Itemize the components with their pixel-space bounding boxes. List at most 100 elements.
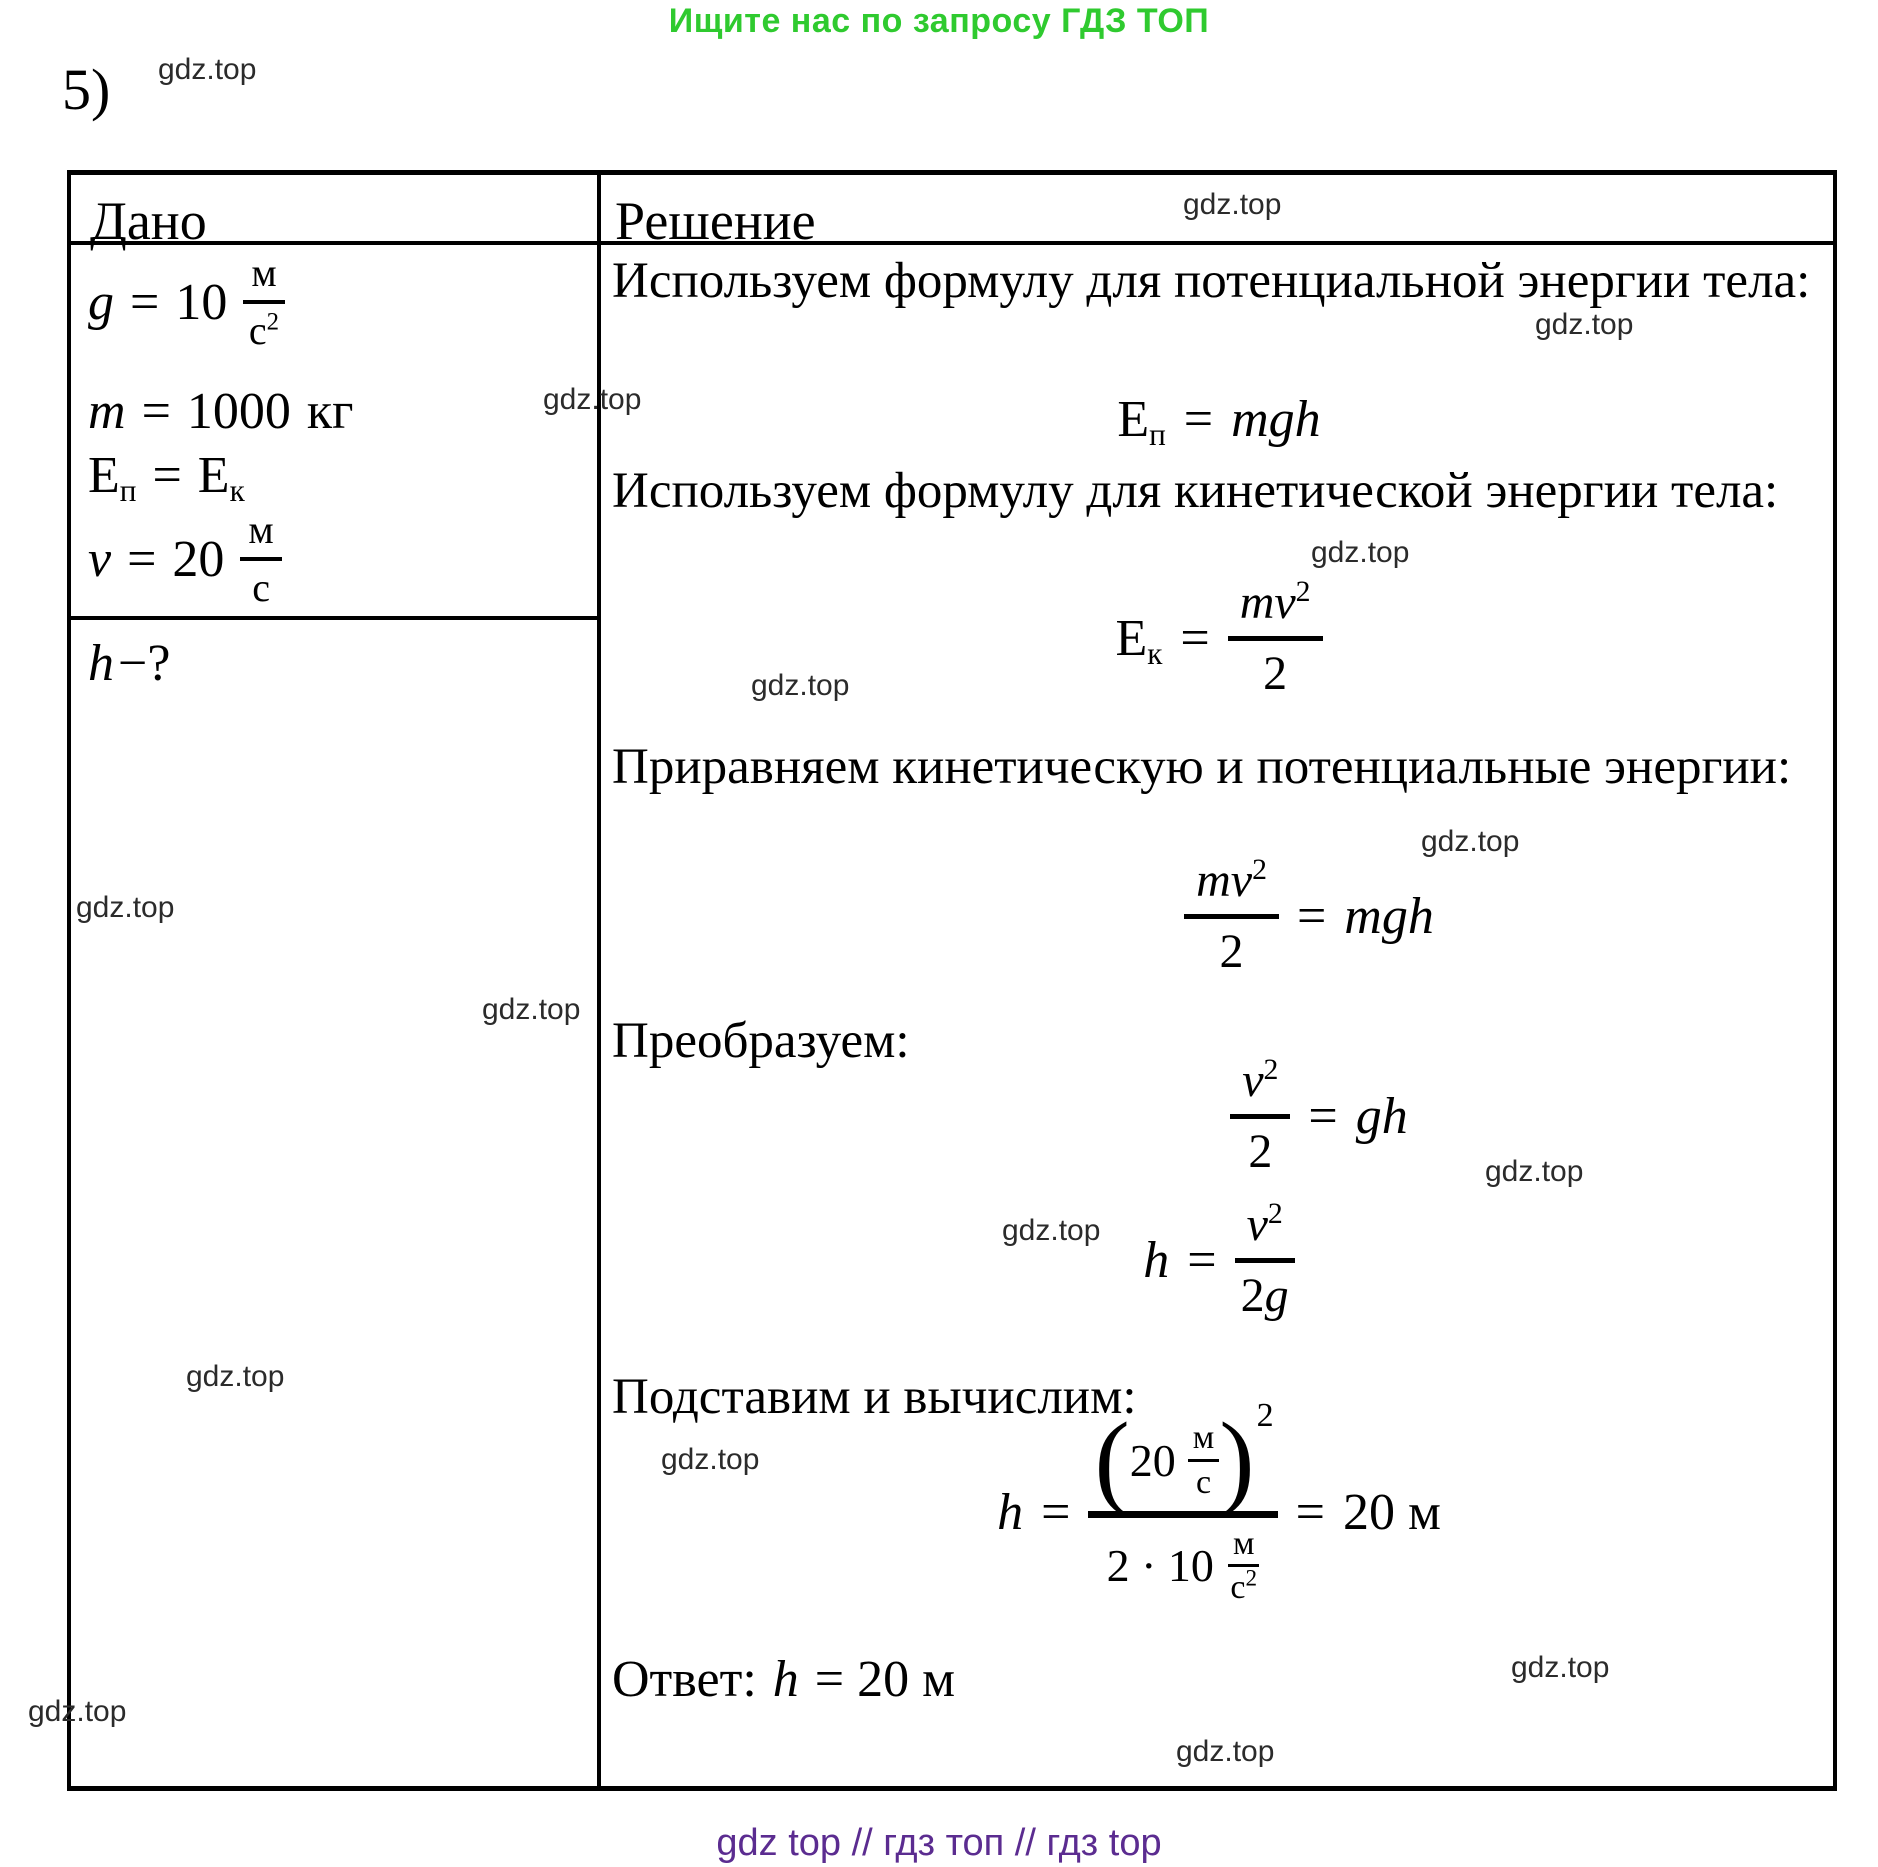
solution-step-3-text: Приравняем кинетическую и потенциальные …	[612, 739, 1792, 795]
unit: кг	[306, 383, 354, 440]
answer-label: Ответ:	[612, 1651, 757, 1708]
fraction: v2 2g	[1234, 1199, 1295, 1322]
energy-kinetic: Ек	[197, 447, 245, 508]
equals-sign: =	[1041, 1483, 1071, 1541]
var-h: h	[88, 635, 114, 692]
equals-sign: =	[1295, 1483, 1325, 1541]
value: 20	[172, 530, 225, 588]
energy-potential: Еп	[88, 447, 137, 508]
watermark: gdz.top	[28, 1695, 127, 1728]
watermark: gdz.top	[482, 993, 581, 1026]
var-m: m	[88, 383, 126, 440]
equals-sign: =	[130, 273, 160, 331]
question: −?	[118, 635, 171, 692]
watermark: gdz.top	[76, 891, 175, 924]
equals-sign: =	[1183, 391, 1214, 448]
unit-denominator: с	[252, 565, 270, 610]
unit-fraction: м с2	[1227, 1526, 1260, 1606]
unit-denominator: с2	[248, 308, 280, 353]
denominator: 2	[1263, 647, 1288, 701]
fraction: v2 2	[1230, 1055, 1291, 1179]
energy-potential: Еп	[1117, 391, 1166, 452]
numerator: mv2	[1227, 577, 1323, 642]
expression-mgh: mgh	[1344, 888, 1434, 946]
watermark: gdz.top	[186, 1360, 285, 1393]
var-g: g	[88, 273, 114, 331]
given-header: Дано	[90, 191, 207, 251]
given-v: v = 20 м с	[88, 500, 282, 618]
formula-final-computation: h = ( 20 м с ) 2 2 · 10 м с2 = 20	[601, 1397, 1837, 1606]
expression-mgh: mgh	[1231, 391, 1321, 448]
equals-sign: =	[127, 530, 157, 588]
big-fraction: ( 20 м с ) 2 2 · 10 м с2	[1088, 1397, 1278, 1606]
open-paren: (	[1094, 1401, 1130, 1518]
formula-simplified: v2 2 = gh	[601, 1055, 1878, 1179]
watermark: gdz.top	[1183, 188, 1282, 221]
promo-banner: Ищите нас по запросу ГДЗ ТОП	[668, 2, 1210, 40]
formula-kinetic-energy: Ек = mv2 2	[601, 577, 1837, 701]
equals-sign: =	[141, 383, 171, 440]
solution-table	[67, 170, 1837, 1791]
value: 10	[175, 273, 228, 331]
unit-fraction: м с2	[243, 252, 285, 353]
expression-gh: gh	[1355, 1088, 1408, 1146]
close-paren: )	[1219, 1401, 1255, 1518]
solution-step-1-text: Используем формулу для потенциальной эне…	[612, 253, 1811, 309]
given-g: g = 10 м с2	[88, 246, 285, 358]
var-v: v	[88, 530, 112, 588]
var-h: h	[1143, 1232, 1170, 1290]
watermark: gdz.top	[661, 1443, 760, 1476]
equals-sign: =	[1296, 888, 1327, 946]
watermark: gdz.top	[1311, 536, 1410, 569]
coefficient: 2 · 10	[1106, 1540, 1214, 1592]
answer-value: = 20 м	[814, 1651, 956, 1708]
formula-potential-energy: Еп = mgh	[601, 390, 1837, 452]
exponent: 2	[1256, 1397, 1274, 1435]
watermark: gdz.top	[1176, 1735, 1275, 1768]
unit-fraction: м с	[240, 509, 282, 610]
var-h: h	[772, 1651, 799, 1708]
header-divider	[71, 241, 1833, 245]
unit-fraction: м с	[1187, 1420, 1220, 1500]
column-divider	[597, 175, 601, 1786]
result-value: 20 м	[1342, 1483, 1441, 1541]
watermark: gdz.top	[158, 53, 257, 86]
footer-watermark-line: gdz top // гдз топ // гдз top	[716, 1822, 1162, 1864]
problem-number: 5)	[62, 57, 111, 122]
given-energy-equality: Еп = Ек	[88, 446, 245, 508]
fraction: mv2 2	[1184, 855, 1279, 979]
given-divider	[71, 616, 601, 620]
energy-kinetic: Ек	[1115, 610, 1163, 672]
equals-sign: =	[1180, 610, 1210, 668]
given-m: m = 1000 кг	[88, 382, 353, 441]
unit-numerator: м	[240, 509, 282, 561]
fraction: mv2 2	[1227, 577, 1323, 701]
big-denominator: 2 · 10 м с2	[1107, 1518, 1260, 1606]
speed-value: 20	[1129, 1434, 1176, 1486]
watermark: gdz.top	[1002, 1214, 1101, 1247]
equals-sign: =	[152, 447, 182, 504]
formula-equate-energies: mv2 2 = mgh	[601, 855, 1878, 979]
solution-step-4-text: Преобразуем:	[612, 1013, 910, 1069]
value: 1000	[186, 383, 291, 440]
watermark: gdz.top	[1485, 1155, 1584, 1188]
unit-numerator: м	[243, 252, 285, 304]
find-h: h −?	[88, 634, 170, 693]
watermark: gdz.top	[543, 383, 642, 416]
denominator: 2	[1248, 1125, 1273, 1179]
answer-line: Ответ: h = 20 м	[612, 1650, 955, 1709]
numerator: v2	[1230, 1055, 1291, 1120]
solution-header: Решение	[615, 191, 816, 251]
solution-step-5-text: Подставим и вычислим:	[612, 1369, 1137, 1425]
watermark: gdz.top	[751, 669, 850, 702]
big-numerator: ( 20 м с ) 2	[1088, 1397, 1278, 1518]
numerator: v2	[1234, 1199, 1295, 1264]
equals-sign: =	[1187, 1232, 1217, 1290]
formula-height: h = v2 2g	[601, 1199, 1837, 1322]
denominator: 2	[1219, 925, 1244, 979]
var-h: h	[997, 1483, 1024, 1541]
watermark: gdz.top	[1421, 825, 1520, 858]
equals-sign: =	[1308, 1088, 1338, 1146]
numerator: mv2	[1184, 855, 1279, 920]
